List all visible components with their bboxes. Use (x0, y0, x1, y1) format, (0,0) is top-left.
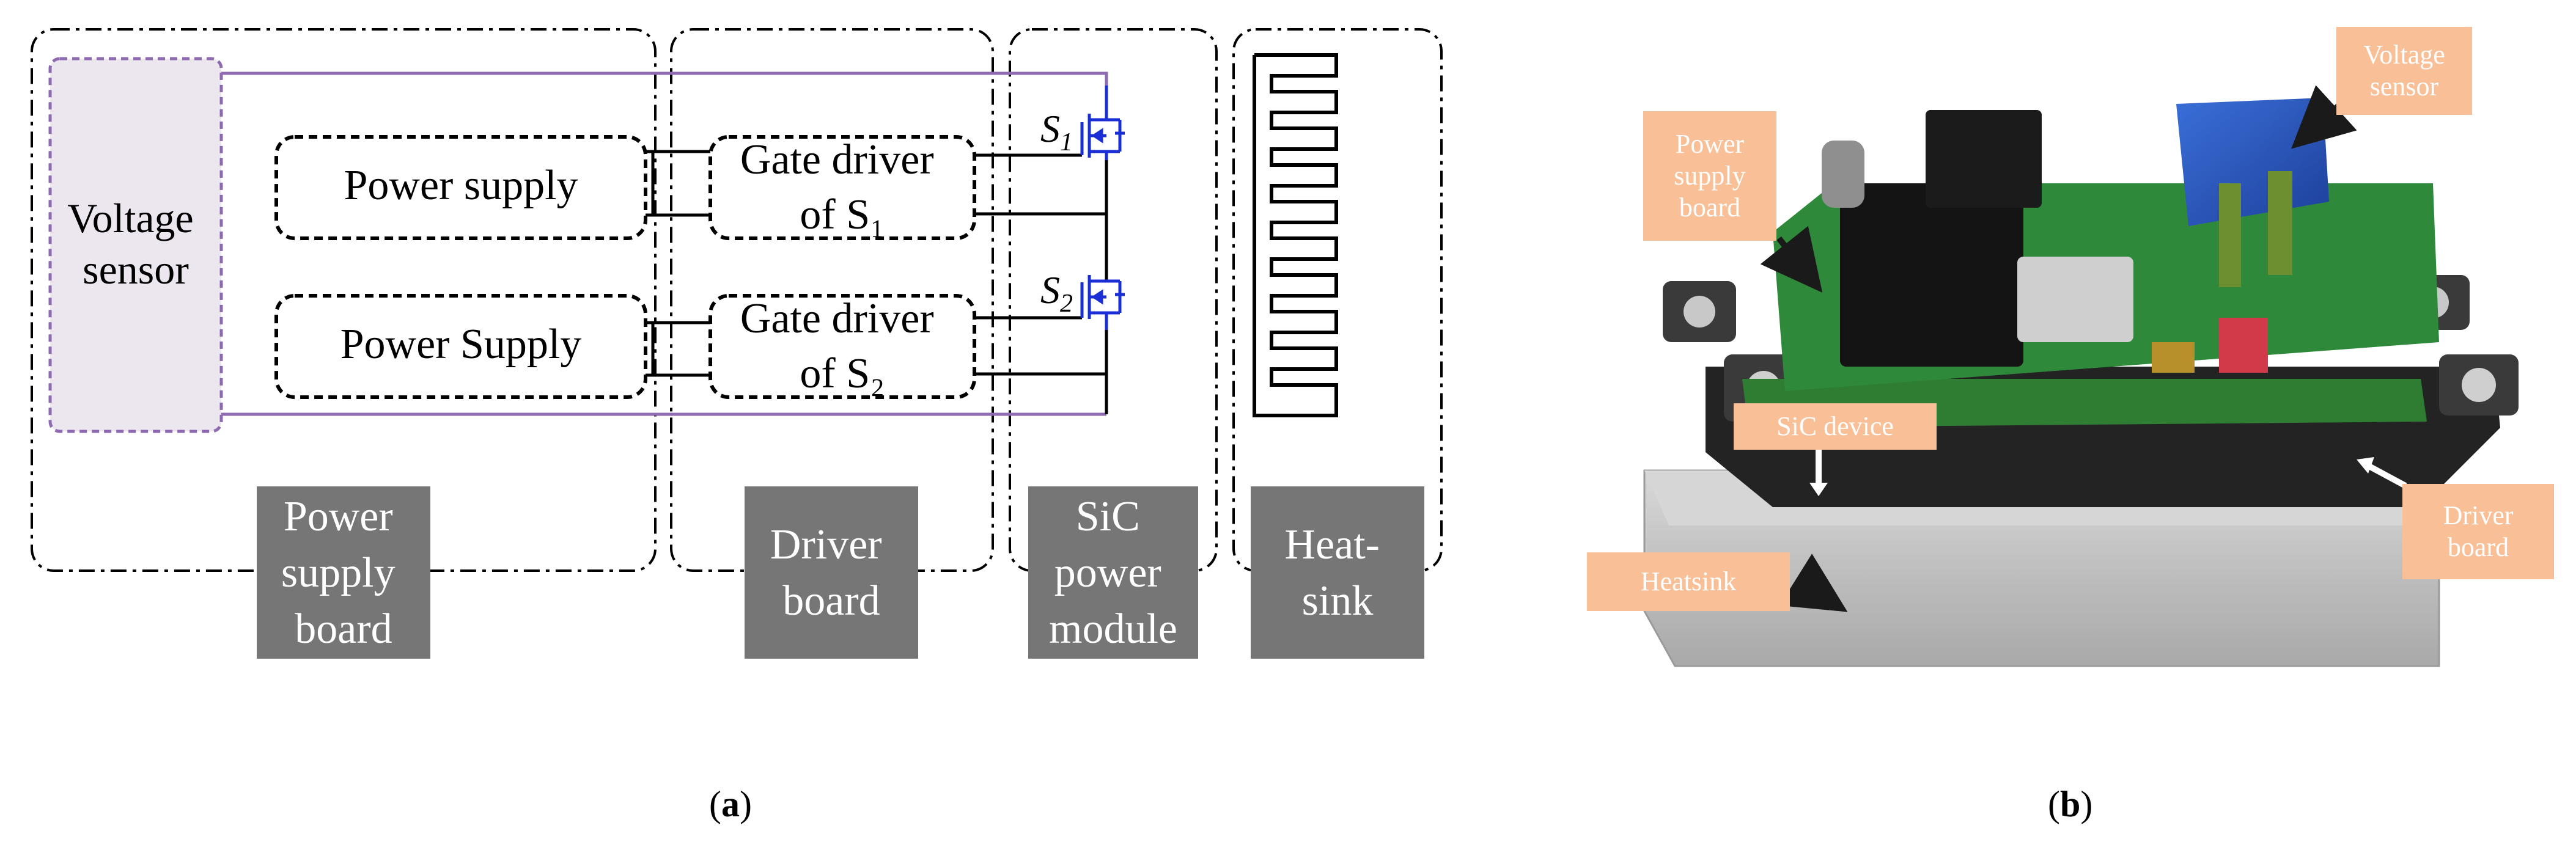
label-driver-board: Driver board (2402, 484, 2554, 579)
label-power-supply-board: Power supply board (1643, 111, 1776, 241)
arrow-heatsink (1779, 554, 1848, 612)
power-supply-1-label: Power supply (344, 162, 578, 209)
section-label-sic-module (1028, 486, 1198, 659)
voltage-sensor-label: Voltage sensor (67, 195, 204, 293)
switch-s2-label: S2 (1040, 268, 1073, 318)
section-label-power-supply-board (257, 486, 430, 659)
sensor-bus-top (221, 71, 1108, 86)
power-supply-2-block (274, 294, 647, 399)
photo-transformer-2 (1926, 110, 2042, 208)
frame-heatsink (1232, 28, 1443, 572)
section-label-driver-board (745, 486, 918, 659)
gate-driver-1-label: Gate driver of S₁ (740, 136, 944, 238)
power-supply-1-block (274, 135, 647, 240)
photo-capacitor (1822, 141, 1864, 208)
section-label-sic-module-text: SiC power module (1049, 493, 1177, 653)
panel-a: Voltage sensor Power supply Power Supply… (31, 28, 1443, 659)
gate-driver-2-block (708, 294, 976, 399)
heatsink-fins-icon (1253, 53, 1338, 417)
photo-relay (2017, 257, 2133, 342)
section-label-heatsink-text: Heat- sink (1285, 521, 1391, 624)
mosfet-s1-icon (1080, 86, 1125, 160)
gate-driver-2-label: Gate driver of S₂ (740, 295, 944, 397)
section-label-driver-board-text: Driver board (770, 521, 892, 624)
caption-a: (a) (709, 784, 752, 824)
section-label-heatsink (1251, 486, 1424, 659)
switch-s1-label: S1 (1040, 107, 1073, 156)
gate-driver-1-block (708, 135, 976, 240)
arrow-driver-board (2364, 461, 2407, 489)
power-supply-2-label: Power Supply (340, 321, 582, 368)
mosfet-s2-icon (1080, 275, 1125, 330)
voltage-sensor-block (48, 57, 223, 433)
frame-driver-board (670, 28, 994, 572)
arrow-power-supply-board (1760, 225, 1823, 293)
label-heatsink: Heatsink (1587, 552, 1790, 611)
section-label-power-supply-board-text: Power supply board (281, 493, 406, 653)
label-sic-device: SiC device (1734, 403, 1937, 450)
label-voltage-sensor: Voltage sensor (2336, 27, 2472, 115)
caption-b: (b) (2048, 784, 2093, 824)
photo-transformer-1 (1840, 183, 2023, 367)
